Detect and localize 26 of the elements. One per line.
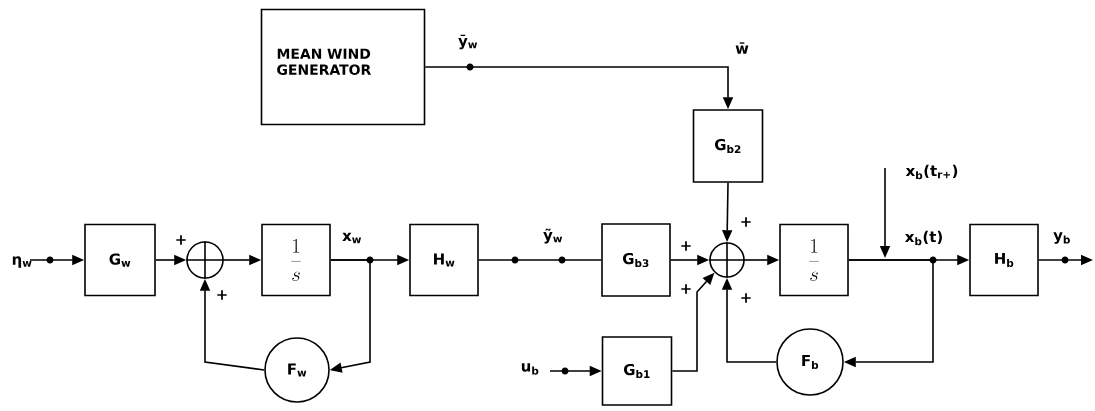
signal-label: x$_{b}$(t$_{r+}$)	[905, 164, 958, 180]
block-box: H$_{b}$	[969, 223, 1039, 297]
plus-sign: +	[681, 284, 691, 294]
signal-label: x$_{w}$	[342, 232, 362, 244]
summing-junction	[708, 241, 746, 279]
block-box: G$_{w}$	[84, 223, 156, 297]
block-box: G$_{b1}$	[601, 336, 673, 406]
signal-label: w̄	[735, 42, 749, 54]
plus-sign: +	[681, 241, 691, 251]
plus-sign: +	[741, 217, 751, 227]
block-box: H$_{w}$	[409, 223, 479, 297]
signal-label: ȳ$_{w}$	[458, 34, 478, 50]
signal-label: η$_{w}$	[12, 256, 32, 268]
block-box: G$_{b2}$	[692, 109, 764, 183]
signal-label: ỹ$_{w}$	[543, 228, 563, 244]
block-box: MEAN WIND GENERATOR	[260, 8, 426, 126]
plus-sign: +	[217, 290, 227, 300]
block-box: $\frac{1}{s}$	[261, 223, 331, 297]
signal-label: u$_{b}$	[521, 363, 539, 375]
plus-sign: +	[741, 293, 751, 303]
signal-label: x$_{b}$(t)	[905, 230, 942, 246]
plus-sign: +	[176, 235, 186, 245]
block-box: $\frac{1}{s}$	[779, 223, 849, 297]
block-box: G$_{b3}$	[601, 223, 671, 297]
signal-label: y$_{b}$	[1053, 232, 1070, 244]
summing-junction	[185, 240, 225, 280]
